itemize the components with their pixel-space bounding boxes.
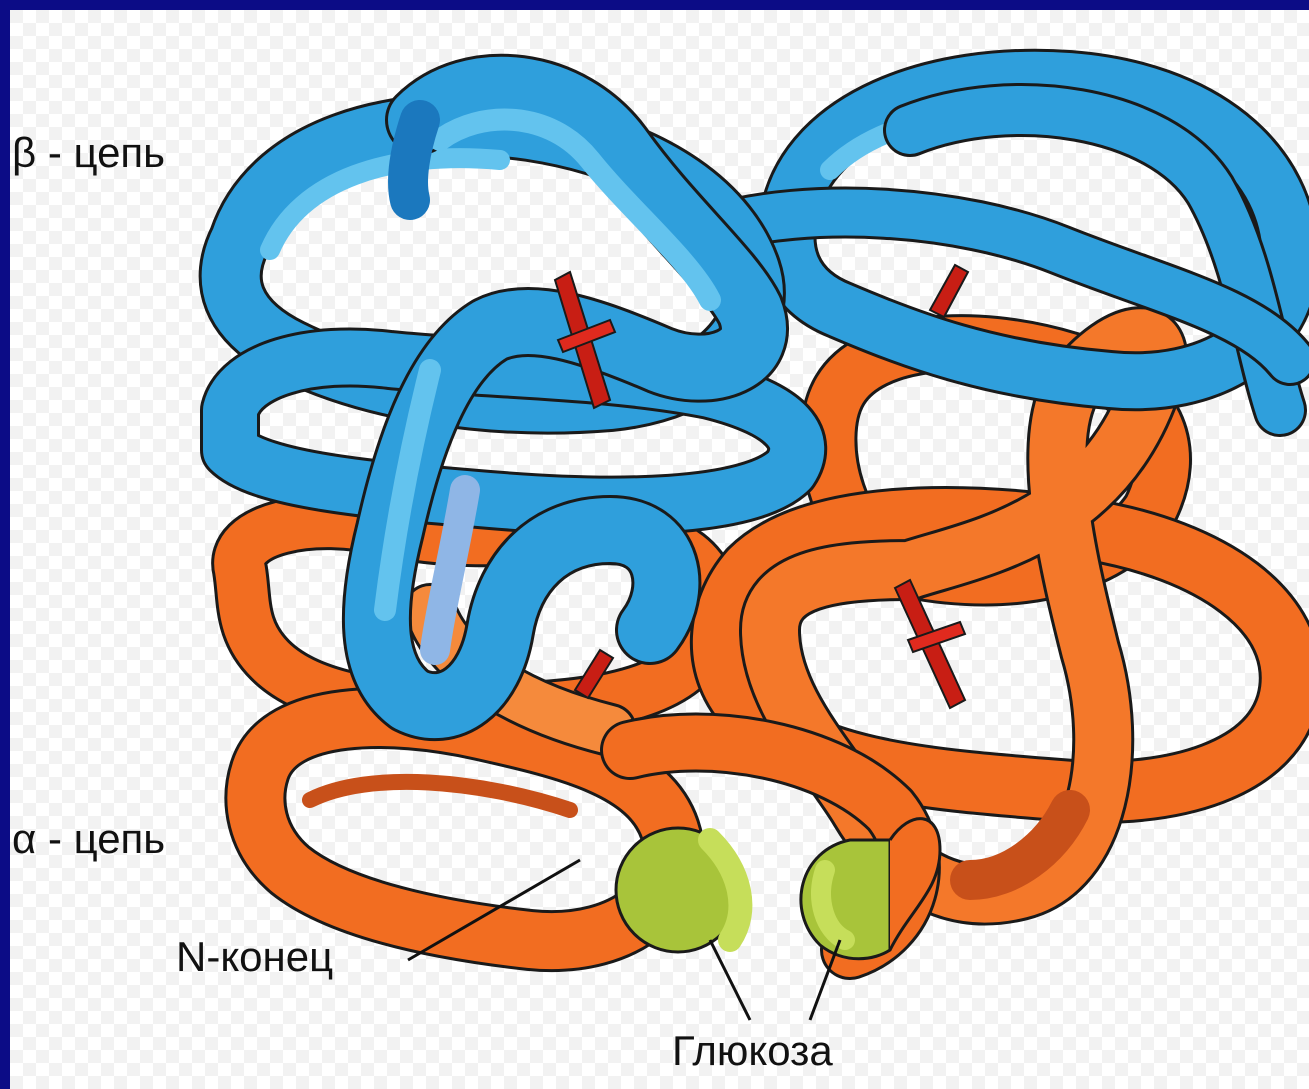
alpha-chain-label: α - цепь (12, 818, 165, 860)
glucose-label: Глюкоза (672, 1030, 833, 1072)
beta-chain-label: β - цепь (12, 132, 165, 174)
slide-frame: β - цепь α - цепь N-конец Глюкоза (10, 10, 1309, 1089)
hemoglobin-diagram (10, 10, 1309, 1089)
glucose-molecule-left (616, 828, 740, 952)
n-terminus-label: N-конец (176, 936, 333, 978)
